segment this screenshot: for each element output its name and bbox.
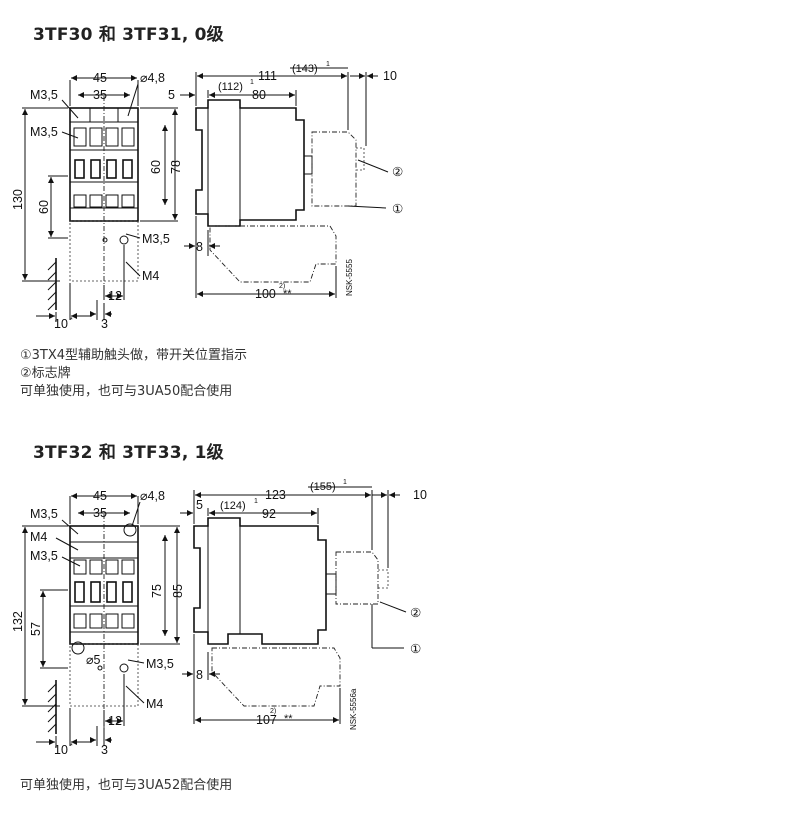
dim-10-2: 10 xyxy=(54,743,68,757)
dim-143-sup: 1 xyxy=(326,61,330,68)
section2-title: 3TF32 和 3TF33, 1级 xyxy=(33,443,224,463)
dim-60-right: 60 xyxy=(149,160,163,174)
front-top-terminals-2 xyxy=(73,559,135,575)
dim-124-sup: 1 xyxy=(254,498,258,505)
dim-5-2: 5 xyxy=(196,498,203,512)
dim-10-side: 10 xyxy=(383,69,397,83)
label-m3-5-top: M3,5 xyxy=(30,88,58,102)
dim-dia-4-8-2: ⌀4,8 xyxy=(140,489,165,503)
dim-112: (112) xyxy=(218,81,243,93)
dim-107-sup: 2) xyxy=(270,708,276,715)
dim-112-sup: 1 xyxy=(250,79,254,86)
dim-60-left: 60 xyxy=(37,200,51,214)
section1-title: 3TF30 和 3TF31, 0级 xyxy=(33,25,224,45)
dim-107-stars: ** xyxy=(284,713,293,725)
dim-10-star: * xyxy=(70,317,73,324)
front-bottom-terminals-2 xyxy=(73,613,135,629)
dim-143: (143) xyxy=(292,63,318,75)
label-m4: M4 xyxy=(142,269,159,283)
dim-dia-5: ⌀5 xyxy=(86,653,101,667)
callout-1-2: ① xyxy=(410,642,421,656)
dim-124: (124) xyxy=(220,500,246,512)
label-m3-5-bottom: M3,5 xyxy=(142,232,170,246)
front-top-terminals xyxy=(73,127,135,147)
dim-100: 100 xyxy=(255,287,276,301)
dim-35-2: 35 xyxy=(93,506,107,520)
label-m3-5-mid: M3,5 xyxy=(30,125,58,139)
section2-note-1: 可单独使用，也可与3UA52配合使用 xyxy=(20,778,233,793)
dim-78: 78 xyxy=(169,160,183,174)
callout-2: ② xyxy=(392,165,403,179)
front-middle-terminals xyxy=(74,159,133,179)
front-bottom-terminals xyxy=(73,194,135,208)
section1-note-1: ①3TX4型辅助触头做，带开关位置指示 xyxy=(20,348,248,363)
dim-132: 132 xyxy=(11,611,25,632)
section1-side-view: 111 (143) 1 10 5 (112) 1 80 ② ① 8 100 xyxy=(168,61,403,301)
section2-front-view: 45 35 ⌀4,8 M3,5 M4 M3,5 M3,5 M4 ⌀5 132 5… xyxy=(11,489,185,757)
dim-dia-4-8: ⌀4,8 xyxy=(140,71,165,85)
dim-8: 8 xyxy=(196,240,203,254)
dim-100-stars: ** xyxy=(283,288,292,300)
dim-10-star-2: * xyxy=(70,743,73,750)
dim-100-sup: 2) xyxy=(279,283,285,290)
dim-45: 45 xyxy=(93,71,107,85)
front-middle-terminals-2 xyxy=(74,581,133,603)
dim-8-2: 8 xyxy=(196,668,203,682)
drawing-code-2: NSK-5556a xyxy=(349,688,358,730)
dim-10: 10 xyxy=(54,317,68,331)
section1-note-3: 可单独使用，也可与3UA50配合使用 xyxy=(20,384,233,399)
side-body xyxy=(195,99,305,227)
dim-45-2: 45 xyxy=(93,489,107,503)
dim-85: 85 xyxy=(171,584,185,598)
label-m3-5-bottom-2: M3,5 xyxy=(146,657,174,671)
dim-75: 75 xyxy=(150,584,164,598)
dim-3-2: 3 xyxy=(101,743,108,757)
dim-92: 92 xyxy=(262,507,276,521)
side-body-2 xyxy=(193,517,327,645)
callout-2-2: ② xyxy=(410,606,421,620)
dim-10-side-2: 10 xyxy=(413,488,427,502)
dim-80: 80 xyxy=(252,88,266,102)
front-body-outline xyxy=(69,107,139,222)
section1-front-view: 45 35 ⌀4,8 M3,5 M3,5 M3,5 M4 130 60 60 7… xyxy=(11,71,183,331)
dim-130: 130 xyxy=(11,189,25,210)
dim-5: 5 xyxy=(168,88,175,102)
section1-note-2: ②标志牌 xyxy=(20,366,71,381)
label-m3-5-mid-2: M3,5 xyxy=(30,549,58,563)
section2-side-view: 123 (155) 1 10 5 (124) 1 92 ② ① 8 10 xyxy=(180,479,427,730)
dim-3: 3 xyxy=(101,317,108,331)
dim-123: 123 xyxy=(265,488,286,502)
label-m4-bottom-2: M4 xyxy=(146,697,163,711)
dim-12-2: 12 xyxy=(108,714,122,728)
dim-155-sup: 1 xyxy=(343,479,347,486)
label-m3-5-top-2: M3,5 xyxy=(30,507,58,521)
callout-1: ① xyxy=(392,202,403,216)
dim-57: 57 xyxy=(29,622,43,636)
drawing-code-1: NSK-5555 xyxy=(345,259,354,296)
label-m4-top-2: M4 xyxy=(30,530,47,544)
dim-107: 107 xyxy=(256,713,277,727)
dim-111: 111 xyxy=(258,69,277,83)
dim-12: 12 xyxy=(108,289,122,303)
dim-35: 35 xyxy=(93,88,107,102)
